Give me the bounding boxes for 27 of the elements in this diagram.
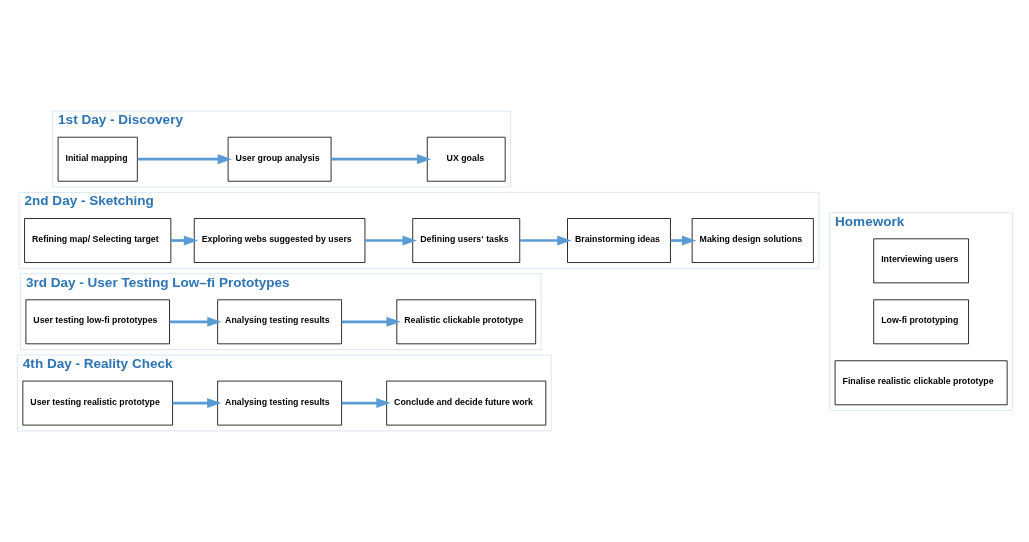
arrow xyxy=(137,154,232,165)
node-box: Refining map/ Selecting target xyxy=(23,218,171,263)
node-box: Brainstorming ideas xyxy=(566,218,671,263)
node-box: Interviewing users xyxy=(872,238,969,284)
node-box: Low-fi prototyping xyxy=(872,299,969,345)
node-box: Analysing testing results xyxy=(216,299,342,345)
arrow xyxy=(670,235,696,246)
node-box: User group analysis xyxy=(227,136,331,182)
node-box: Making design solutions xyxy=(691,218,814,263)
arrow xyxy=(172,398,221,409)
node-box: Finalise realistic clickable prototype xyxy=(834,360,1008,406)
arrow xyxy=(364,235,417,246)
node-box: UX goals xyxy=(426,136,506,182)
arrow xyxy=(519,235,571,246)
arrow xyxy=(341,398,391,409)
node-box: Analysing testing results xyxy=(216,380,342,426)
arrow xyxy=(341,316,401,327)
node-box: Defining users‘ tasks xyxy=(411,218,520,263)
node-box: Initial mapping xyxy=(57,136,138,182)
node-box: Exploring webs suggested by users xyxy=(193,218,365,263)
node-box: Realistic clickable prototype xyxy=(395,299,536,345)
arrow xyxy=(169,316,221,327)
arrow xyxy=(170,235,198,246)
node-box: User testing low-fi prototypes xyxy=(25,299,170,345)
node-box: Conclude and decide future work xyxy=(385,380,546,426)
node-box: User testing realistic prototype xyxy=(21,380,173,426)
arrow xyxy=(330,154,431,165)
